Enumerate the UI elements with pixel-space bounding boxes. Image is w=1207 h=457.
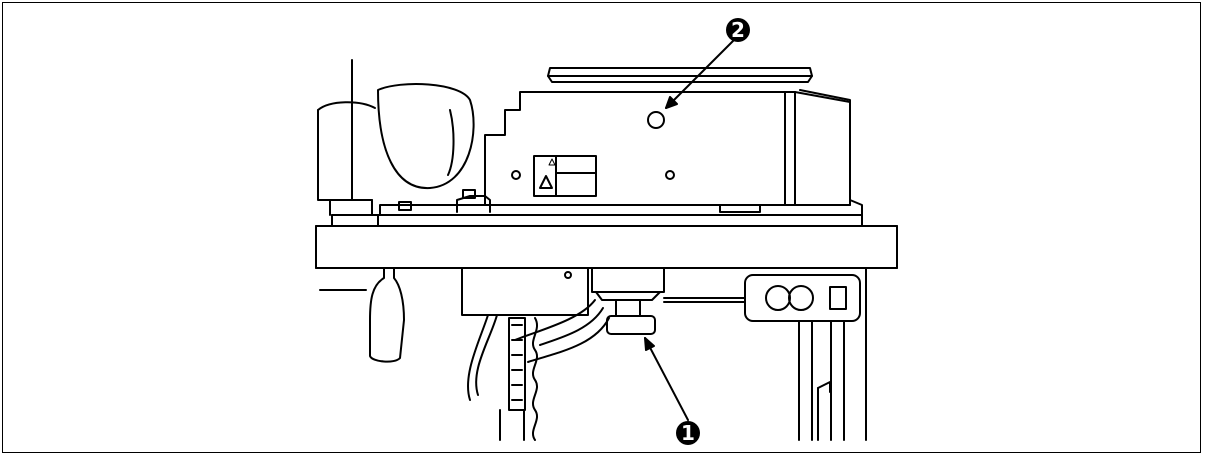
machine-head (317, 59, 475, 216)
callout-2-label: 2 (731, 18, 745, 42)
warning-label (533, 155, 597, 197)
power-switch (744, 274, 861, 322)
bed-screws (398, 189, 491, 213)
top-cover (547, 67, 813, 83)
callout-2-marker: 2 (726, 18, 750, 42)
callout-1-label: 1 (681, 421, 695, 445)
under-table-parts (461, 267, 746, 441)
table-top (315, 225, 898, 269)
callout-leaders (644, 35, 739, 421)
machine-arm (484, 91, 851, 213)
oil-bottle (319, 267, 405, 363)
arm-holes (511, 111, 675, 180)
callout-1-marker: 1 (676, 421, 700, 445)
machine-bed (331, 89, 863, 227)
table-legs (798, 267, 867, 441)
